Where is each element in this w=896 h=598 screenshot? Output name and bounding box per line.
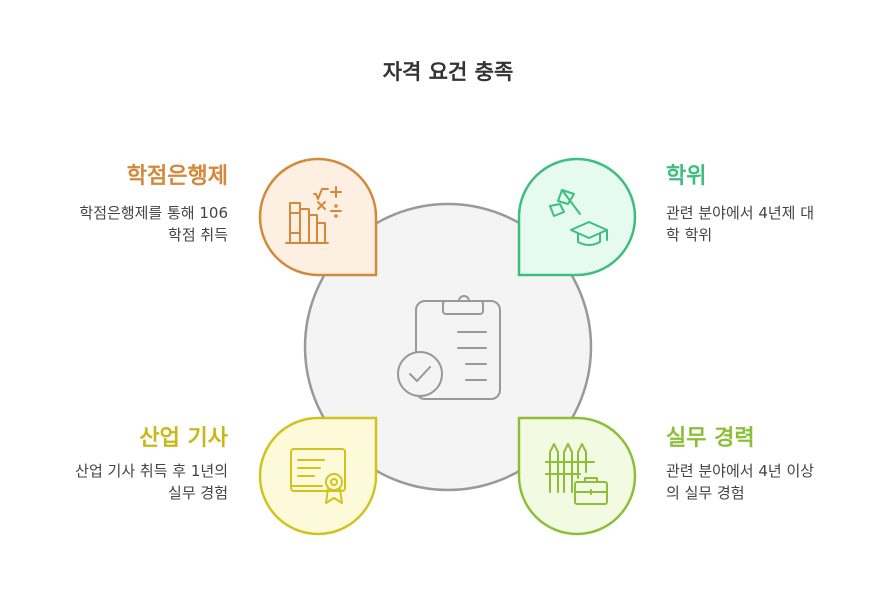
industrial-engineer-heading: 산업 기사 bbox=[139, 426, 228, 451]
credit-bank-desc-line1: 학점은행제를 통해 106 bbox=[79, 204, 228, 222]
industrial-engineer-node bbox=[258, 416, 378, 536]
credit-bank-heading: 학점은행제 bbox=[126, 164, 228, 189]
graduation-cap-flag-icon bbox=[549, 189, 608, 246]
industrial-engineer-desc-line2: 실무 경험 bbox=[168, 484, 228, 502]
credit-bank-desc-line2: 학점 취득 bbox=[168, 226, 228, 244]
experience-desc-line2: 의 실무 경험 bbox=[666, 484, 745, 502]
pencils-briefcase-icon bbox=[545, 443, 608, 505]
experience-heading: 실무 경력 bbox=[666, 426, 755, 451]
degree-desc-line2: 학 학위 bbox=[666, 226, 713, 244]
certificate-icon bbox=[290, 448, 346, 504]
experience-node bbox=[517, 416, 637, 536]
industrial-engineer-desc-line1: 산업 기사 취득 후 1년의 bbox=[75, 462, 228, 480]
degree-heading: 학위 bbox=[666, 164, 707, 189]
clipboard-check-icon bbox=[397, 295, 501, 400]
credit-bank-node bbox=[258, 157, 378, 277]
books-math-icon bbox=[285, 186, 342, 244]
diagram-title: 자격 요건 충족 bbox=[382, 60, 514, 84]
degree-node bbox=[517, 157, 637, 277]
experience-desc-line1: 관련 분야에서 4년 이상 bbox=[666, 462, 815, 480]
degree-desc-line1: 관련 분야에서 4년제 대 bbox=[666, 204, 815, 222]
